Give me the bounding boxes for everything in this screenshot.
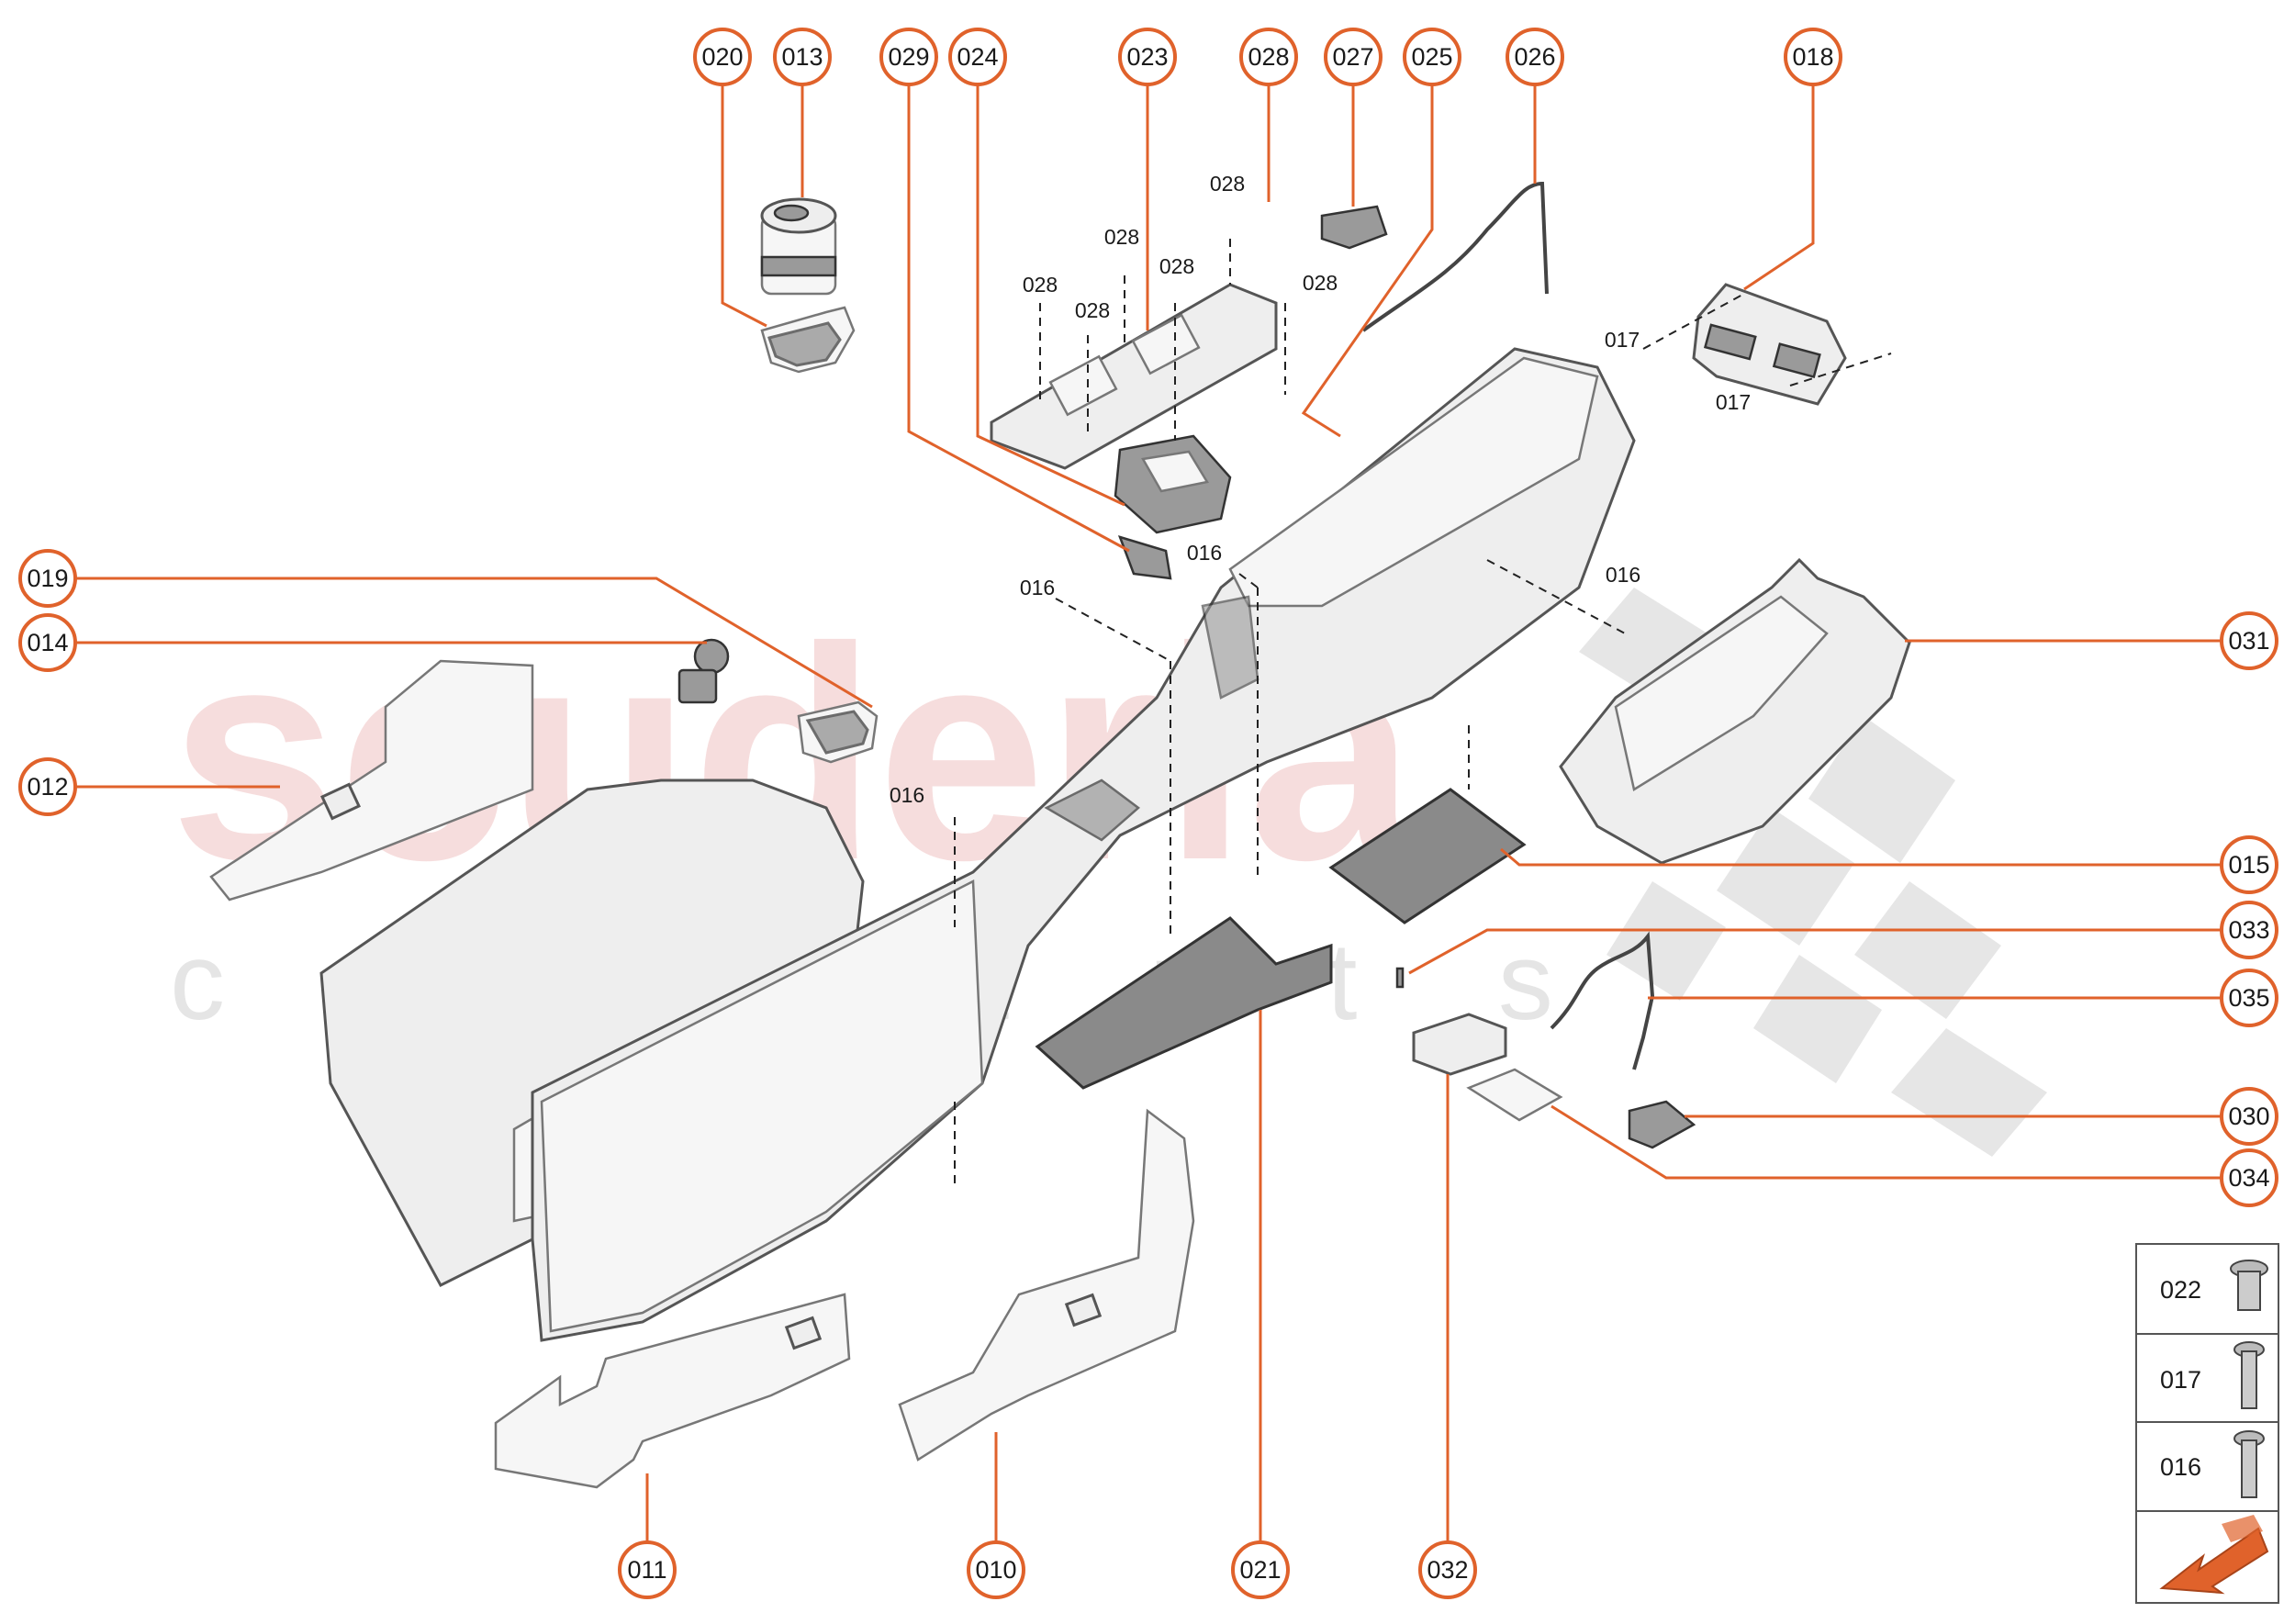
callout-013[interactable]: 013 bbox=[773, 28, 832, 86]
part-019-cover bbox=[797, 700, 879, 764]
svg-text:010: 010 bbox=[975, 1556, 1016, 1584]
fastener-label-017: 017 bbox=[1605, 328, 1640, 352]
svg-text:011: 011 bbox=[627, 1556, 666, 1584]
fastener-label-017: 017 bbox=[1716, 390, 1751, 414]
part-024-shifter-surround bbox=[1114, 434, 1232, 534]
part-030-module bbox=[1628, 1100, 1696, 1149]
svg-text:023: 023 bbox=[1126, 43, 1168, 71]
svg-text:024: 024 bbox=[957, 43, 998, 71]
callout-020[interactable]: 020 bbox=[693, 28, 752, 86]
svg-text:033: 033 bbox=[2228, 916, 2269, 944]
callout-011[interactable]: 011 bbox=[618, 1540, 677, 1599]
part-012-side-panel bbox=[209, 659, 534, 902]
part-023-bracket bbox=[990, 283, 1278, 470]
svg-text:031: 031 bbox=[2228, 627, 2269, 655]
fastener-label-028: 028 bbox=[1303, 271, 1338, 295]
callout-034[interactable]: 034 bbox=[2220, 1148, 2278, 1207]
legend-code-016: 016 bbox=[2160, 1453, 2201, 1481]
svg-text:028: 028 bbox=[1248, 43, 1289, 71]
part-031-storage-box bbox=[1559, 557, 1911, 865]
fastener-label-028: 028 bbox=[1075, 298, 1110, 322]
part-027-connector bbox=[1320, 205, 1388, 250]
svg-text:032: 032 bbox=[1427, 1556, 1468, 1584]
part-026-cable bbox=[1361, 181, 1549, 332]
callout-019[interactable]: 019 bbox=[18, 549, 77, 608]
callout-015[interactable]: 015 bbox=[2220, 835, 2278, 894]
fastener-label-028: 028 bbox=[1210, 172, 1245, 196]
part-033-pin bbox=[1395, 967, 1405, 989]
fastener-label-028: 028 bbox=[1159, 254, 1194, 278]
front-direction-arrow-icon bbox=[2159, 1515, 2269, 1595]
pan-head-screw-icon bbox=[2233, 1430, 2265, 1498]
part-011-side-panel bbox=[494, 1293, 851, 1489]
svg-text:025: 025 bbox=[1411, 43, 1452, 71]
callout-021[interactable]: 021 bbox=[1231, 1540, 1290, 1599]
callout-014[interactable]: 014 bbox=[18, 613, 77, 672]
part-020-mat bbox=[760, 306, 856, 374]
callout-025[interactable]: 025 bbox=[1403, 28, 1461, 86]
part-018-usb-hub bbox=[1692, 283, 1847, 406]
part-main-console-tunnel bbox=[531, 347, 1636, 1342]
svg-text:019: 019 bbox=[27, 565, 68, 592]
callout-026[interactable]: 026 bbox=[1506, 28, 1564, 86]
callout-027[interactable]: 027 bbox=[1324, 28, 1383, 86]
part-029-clip bbox=[1117, 535, 1172, 580]
callout-030[interactable]: 030 bbox=[2220, 1087, 2278, 1146]
svg-text:013: 013 bbox=[781, 43, 823, 71]
part-021-mat bbox=[1035, 916, 1333, 1090]
callout-033[interactable]: 033 bbox=[2220, 901, 2278, 959]
svg-text:020: 020 bbox=[701, 43, 743, 71]
callout-028[interactable]: 028 bbox=[1239, 28, 1298, 86]
legend-code-022: 022 bbox=[2160, 1276, 2201, 1304]
callout-032[interactable]: 032 bbox=[1418, 1540, 1477, 1599]
svg-text:035: 035 bbox=[2228, 984, 2269, 1012]
callout-031[interactable]: 031 bbox=[2220, 611, 2278, 670]
fastener-label-016: 016 bbox=[890, 783, 924, 807]
legend-code-017: 017 bbox=[2160, 1366, 2201, 1394]
part-013-cup-holder bbox=[760, 197, 837, 296]
svg-text:021: 021 bbox=[1239, 1556, 1281, 1584]
svg-text:015: 015 bbox=[2228, 851, 2269, 879]
svg-text:030: 030 bbox=[2228, 1103, 2269, 1130]
callout-024[interactable]: 024 bbox=[948, 28, 1007, 86]
callouts: 020 013 029 024 023 028 027 025 026 018 … bbox=[18, 28, 2278, 1599]
fastener-label-028: 028 bbox=[1104, 225, 1139, 249]
fastener-legend: 022 017 016 bbox=[2135, 1243, 2279, 1604]
part-034-pad bbox=[1466, 1068, 1563, 1122]
fastener-label-016: 016 bbox=[1187, 541, 1222, 565]
fastener-labels: 028 028 028 028 028 028 017 017 016 016 … bbox=[890, 172, 1751, 807]
callout-010[interactable]: 010 bbox=[967, 1540, 1025, 1599]
fastener-label-016: 016 bbox=[1020, 576, 1055, 599]
svg-text:012: 012 bbox=[27, 773, 68, 801]
callout-018[interactable]: 018 bbox=[1784, 28, 1842, 86]
callout-035[interactable]: 035 bbox=[2220, 969, 2278, 1027]
part-015-mat bbox=[1328, 788, 1527, 924]
part-032-module bbox=[1412, 1013, 1507, 1076]
fastener-label-028: 028 bbox=[1023, 273, 1058, 297]
fastener-label-016: 016 bbox=[1606, 563, 1640, 587]
svg-text:029: 029 bbox=[888, 43, 929, 71]
flat-head-screw-icon bbox=[2230, 1260, 2268, 1311]
svg-text:018: 018 bbox=[1792, 43, 1833, 71]
part-035-cable bbox=[1550, 931, 1655, 1070]
part-014-socket bbox=[677, 638, 730, 704]
assembly-dash-lines bbox=[954, 239, 1892, 1184]
pan-head-screw-icon bbox=[2233, 1341, 2265, 1409]
svg-text:027: 027 bbox=[1332, 43, 1373, 71]
callout-023[interactable]: 023 bbox=[1118, 28, 1177, 86]
svg-text:026: 026 bbox=[1514, 43, 1555, 71]
part-010-side-panel bbox=[898, 1108, 1195, 1462]
callout-029[interactable]: 029 bbox=[879, 28, 938, 86]
svg-text:014: 014 bbox=[27, 629, 68, 656]
callout-012[interactable]: 012 bbox=[18, 757, 77, 816]
svg-text:034: 034 bbox=[2228, 1164, 2269, 1192]
leader-lines bbox=[68, 75, 2231, 1568]
